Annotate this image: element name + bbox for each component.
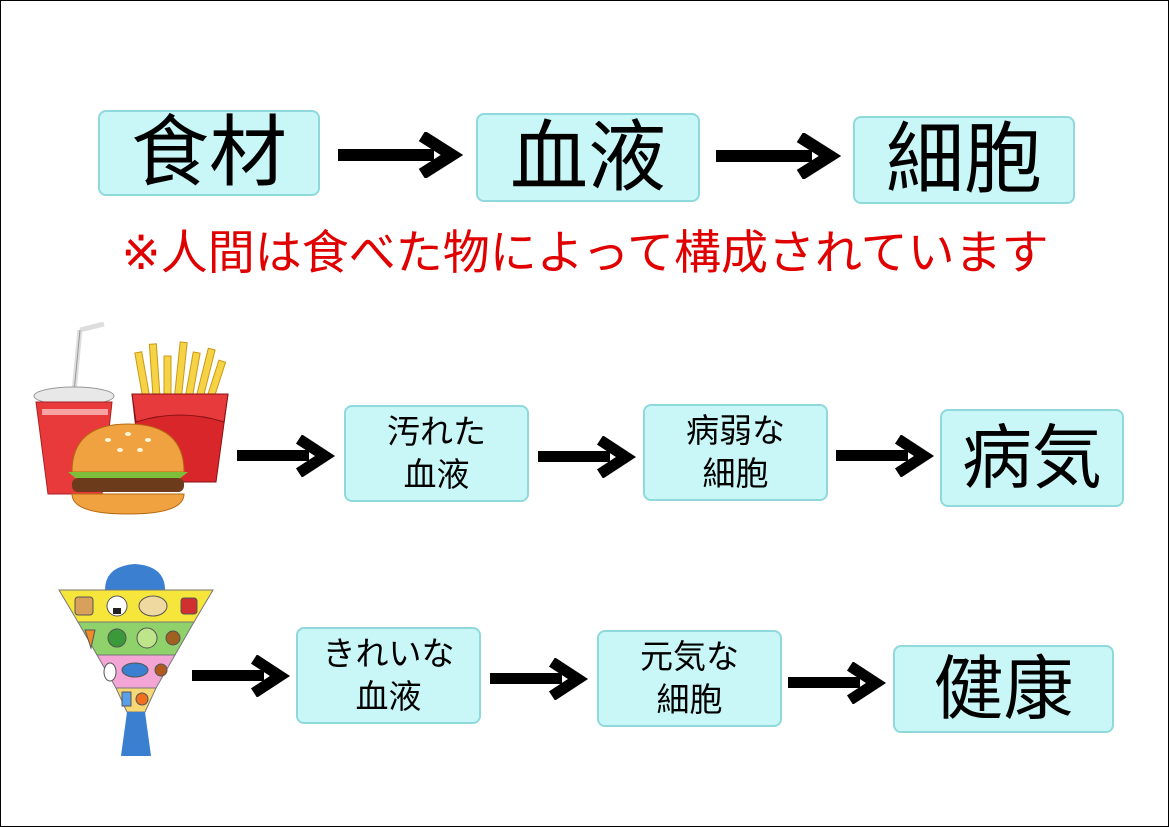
box-clean-blood: きれいな 血液 bbox=[296, 627, 481, 724]
box-health: 健康 bbox=[893, 645, 1114, 733]
arrow-right-icon bbox=[490, 658, 589, 700]
arrow-right-icon bbox=[237, 435, 336, 477]
arrow-right-icon bbox=[788, 662, 887, 704]
arrow-right-icon bbox=[538, 436, 637, 478]
box-cells: 細胞 bbox=[853, 116, 1075, 204]
box-blood: 血液 bbox=[476, 113, 700, 202]
box-ingredients: 食材 bbox=[98, 110, 320, 196]
food-pyramid-illustration bbox=[58, 564, 214, 756]
box-dirty-blood: 汚れた 血液 bbox=[344, 405, 529, 502]
box-illness: 病気 bbox=[940, 409, 1124, 507]
arrow-right-icon bbox=[338, 132, 464, 178]
arrow-right-icon bbox=[836, 435, 935, 477]
arrow-right-icon bbox=[716, 133, 842, 179]
note-text: ※人間は食べた物によって構成されています bbox=[121, 226, 1049, 281]
box-weak-cells: 病弱な 細胞 bbox=[643, 404, 828, 501]
box-healthy-cells: 元気な 細胞 bbox=[597, 630, 782, 727]
arrow-right-icon bbox=[192, 655, 291, 697]
junk-food-illustration bbox=[33, 322, 229, 515]
